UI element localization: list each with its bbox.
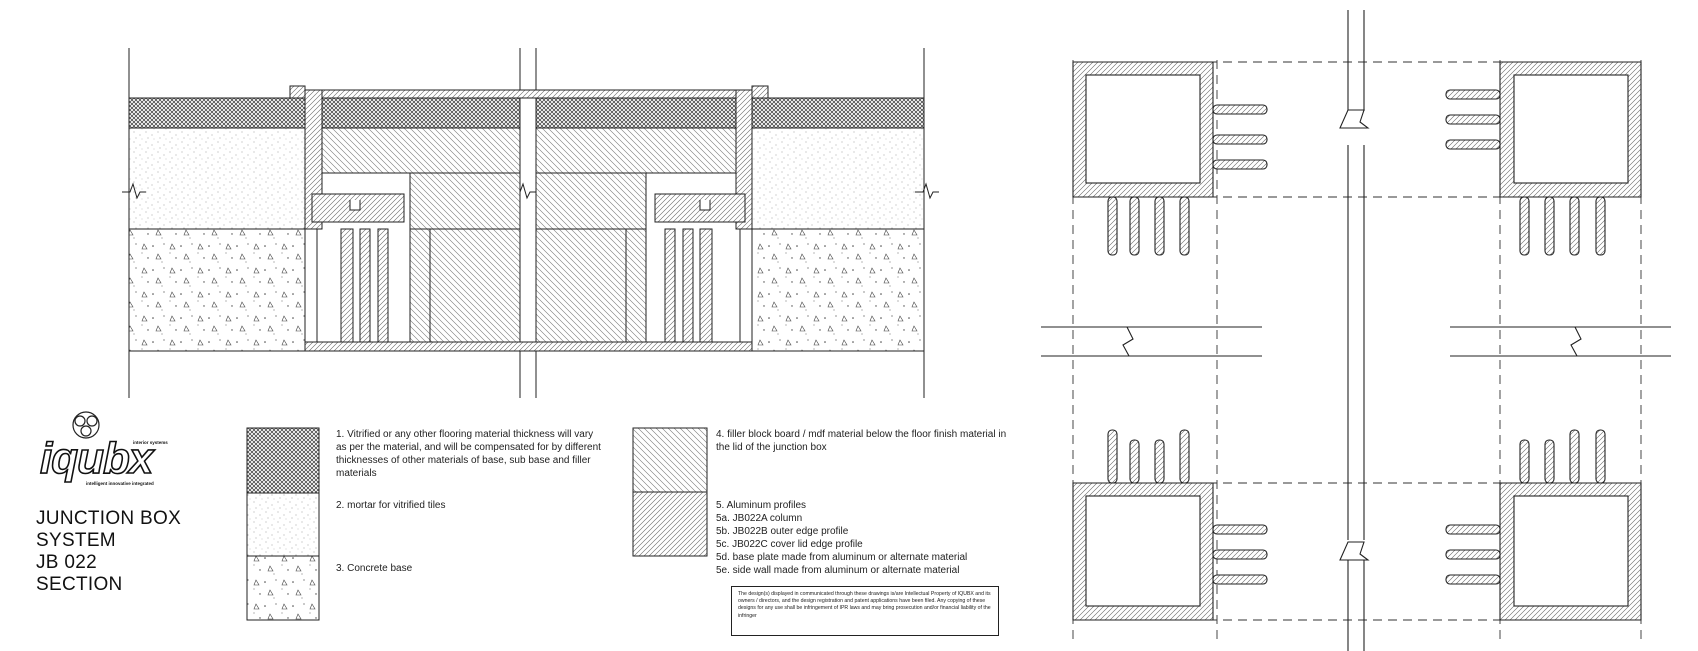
profile-top-left [1072,61,1268,256]
legend-note-5c: 5c. JB022C cover lid edge profile [716,539,863,550]
logo-tagline-top: interior systems [133,440,168,445]
legend-note-3: 3. Concrete base [336,563,413,574]
legend-note-5a: 5a. JB022A column [716,513,803,524]
title-line-2: SYSTEM [36,530,116,551]
swatch-aluminum [632,491,708,557]
legend-note-5-title: 5. Aluminum profiles [716,500,807,511]
logo-wordmark: iqubx [39,433,154,484]
ip-disclaimer-box: The design(s) displayed in communicated … [731,586,999,636]
logo-tagline-bottom: intelligent innovative integrated [86,481,154,486]
legend-note-2: 2. mortar for vitrified tiles [336,500,446,511]
legend-note-5d: 5d. base plate made from aluminum or alt… [716,552,968,563]
title-line-1: JUNCTION BOX [36,508,182,529]
profile-bottom-left [1072,429,1268,621]
legend-swatches [246,427,708,621]
legend-note-5e: 5e. side wall made from aluminum or alte… [716,565,960,576]
swatch-filler [632,427,708,493]
ip-disclaimer-text: The design(s) displayed in communicated … [738,591,991,619]
swatch-flooring [246,427,320,494]
legend-note-1: 1. Vitrified or any other flooring mater… [336,429,601,479]
drawing-title: JUNCTION BOX SYSTEM JB 022 SECTION [36,508,181,596]
plan-drawing [1041,10,1671,651]
profile-top-right [1445,61,1642,256]
logo-mark-icon [72,411,100,439]
title-line-3: JB 022 [36,552,97,573]
legend-note-4: 4. filler block board / mdf material bel… [716,429,1007,453]
section-drawing [122,48,939,398]
swatch-mortar [246,492,320,557]
swatch-concrete [246,555,320,621]
legend-note-5b: 5b. JB022B outer edge profile [716,526,849,537]
legend-note-5: 5. Aluminum profiles 5a. JB022A column 5… [716,499,1016,577]
profile-bottom-right [1445,429,1642,621]
title-line-4: SECTION [36,574,123,595]
